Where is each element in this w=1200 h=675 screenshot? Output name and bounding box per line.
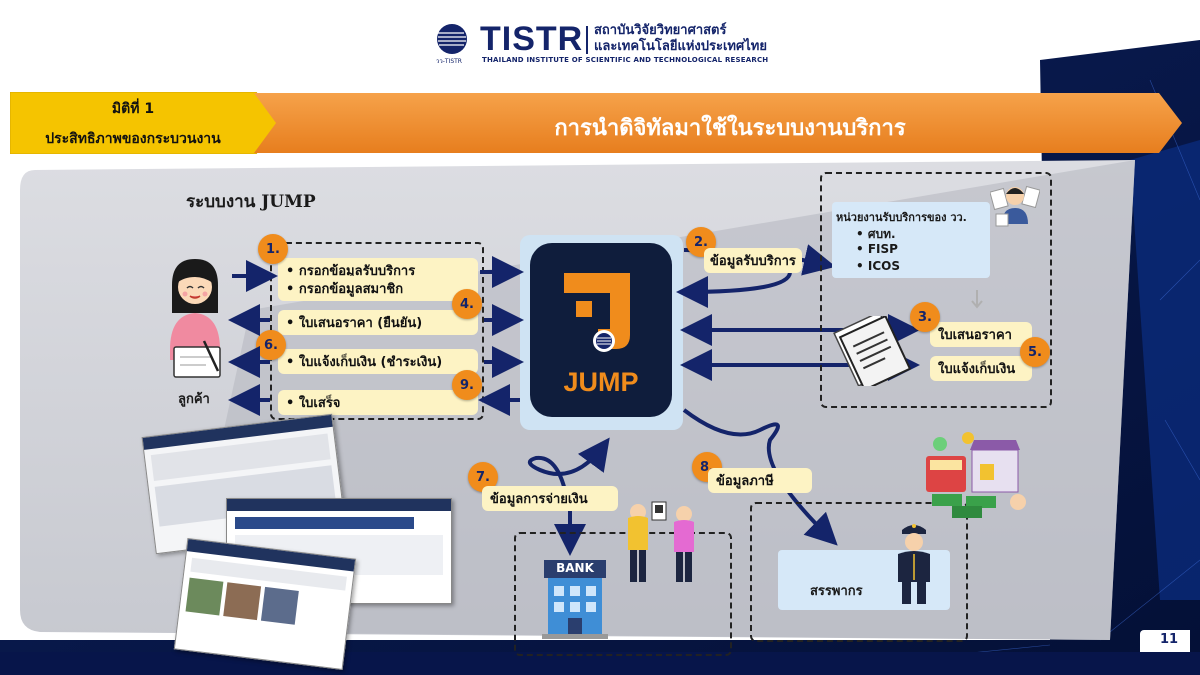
tax-box (750, 502, 968, 642)
logo: วว-TISTR TISTR สถาบันวิจัยวิทยาศาสตร์ แล… (434, 20, 774, 65)
service-unit-item: • ศบท. (856, 227, 896, 241)
document-icon (833, 316, 912, 386)
revenue-dept-label: สรรพากร (810, 584, 863, 599)
tistr-emblem-icon (437, 24, 467, 54)
step-badge-9: 9. (452, 370, 482, 400)
step-badge-5: 5. (1020, 337, 1050, 367)
step-badge-3: 3. (910, 302, 940, 332)
dimension-subtitle: ประสิทธิภาพของกระบวนงาน (45, 131, 221, 147)
staff-icon (990, 185, 1040, 227)
service-unit-box (820, 172, 1052, 408)
shop-money-icon (926, 432, 1026, 518)
bank-label: BANK (556, 561, 594, 575)
service-unit-panel (832, 202, 990, 278)
web-screenshot (173, 538, 357, 670)
jump-logo-icon (564, 273, 630, 352)
step-badge-1: 1. (258, 234, 288, 264)
logo-small-text: วว-TISTR (436, 58, 462, 65)
payment-info-label: ข้อมูลการจ่ายเงิน (482, 486, 618, 511)
step-badge-6: 6. (256, 330, 286, 360)
service-unit-item: • FISP (856, 242, 898, 256)
flow-item-quotation: • ใบเสนอราคา (ยืนยัน) (278, 310, 478, 335)
invoice-doc-label: ใบแจ้งเก็บเงิน (930, 356, 1032, 381)
step-badge-4: 4. (452, 289, 482, 319)
payment-people-icon (628, 501, 694, 582)
jump-app-icon: JUMP (530, 243, 672, 417)
service-info-label: ข้อมูลรับบริการ (704, 248, 802, 273)
org-english-name: THAILAND INSTITUTE OF SCIENTIFIC AND TEC… (482, 56, 769, 64)
page-number-box (1140, 630, 1190, 652)
customer-icon (170, 259, 221, 378)
flow-item-submit-member: • กรอกข้อมูลสมาชิก (278, 276, 478, 301)
bank-icon (542, 560, 608, 639)
jump-label: JUMP (563, 367, 639, 397)
tax-info-label: ข้อมูลภาษี (708, 468, 812, 493)
title-ribbon (254, 93, 1182, 153)
page-number: 11 (1160, 632, 1179, 647)
arrow-down-icon (971, 290, 983, 309)
org-thai-line2: และเทคโนโลยีแห่งประเทศไทย (594, 39, 767, 54)
bank-box (514, 532, 732, 656)
system-title: ระบบงาน JUMP (186, 192, 316, 212)
dimension-label: มิติที่ 1 (111, 101, 155, 117)
officer-icon (898, 524, 930, 604)
flow-item-receipt: • ใบเสร็จ (278, 390, 478, 415)
quotation-doc-label: ใบเสนอราคา (930, 322, 1032, 347)
brand-name: TISTR (480, 20, 584, 58)
org-thai-line1: สถาบันวิจัยวิทยาศาสตร์ (594, 23, 727, 38)
service-unit-item: • ICOS (856, 259, 900, 273)
customer-label: ลูกค้า (178, 392, 210, 407)
service-unit-title: หน่วยงานรับบริการของ วว. (836, 211, 967, 224)
flow-item-invoice: • ใบแจ้งเก็บเงิน (ชำระเงิน) (278, 349, 478, 374)
page-title: การนำดิจิทัลมาใช้ในระบบงานบริการ (554, 116, 906, 141)
